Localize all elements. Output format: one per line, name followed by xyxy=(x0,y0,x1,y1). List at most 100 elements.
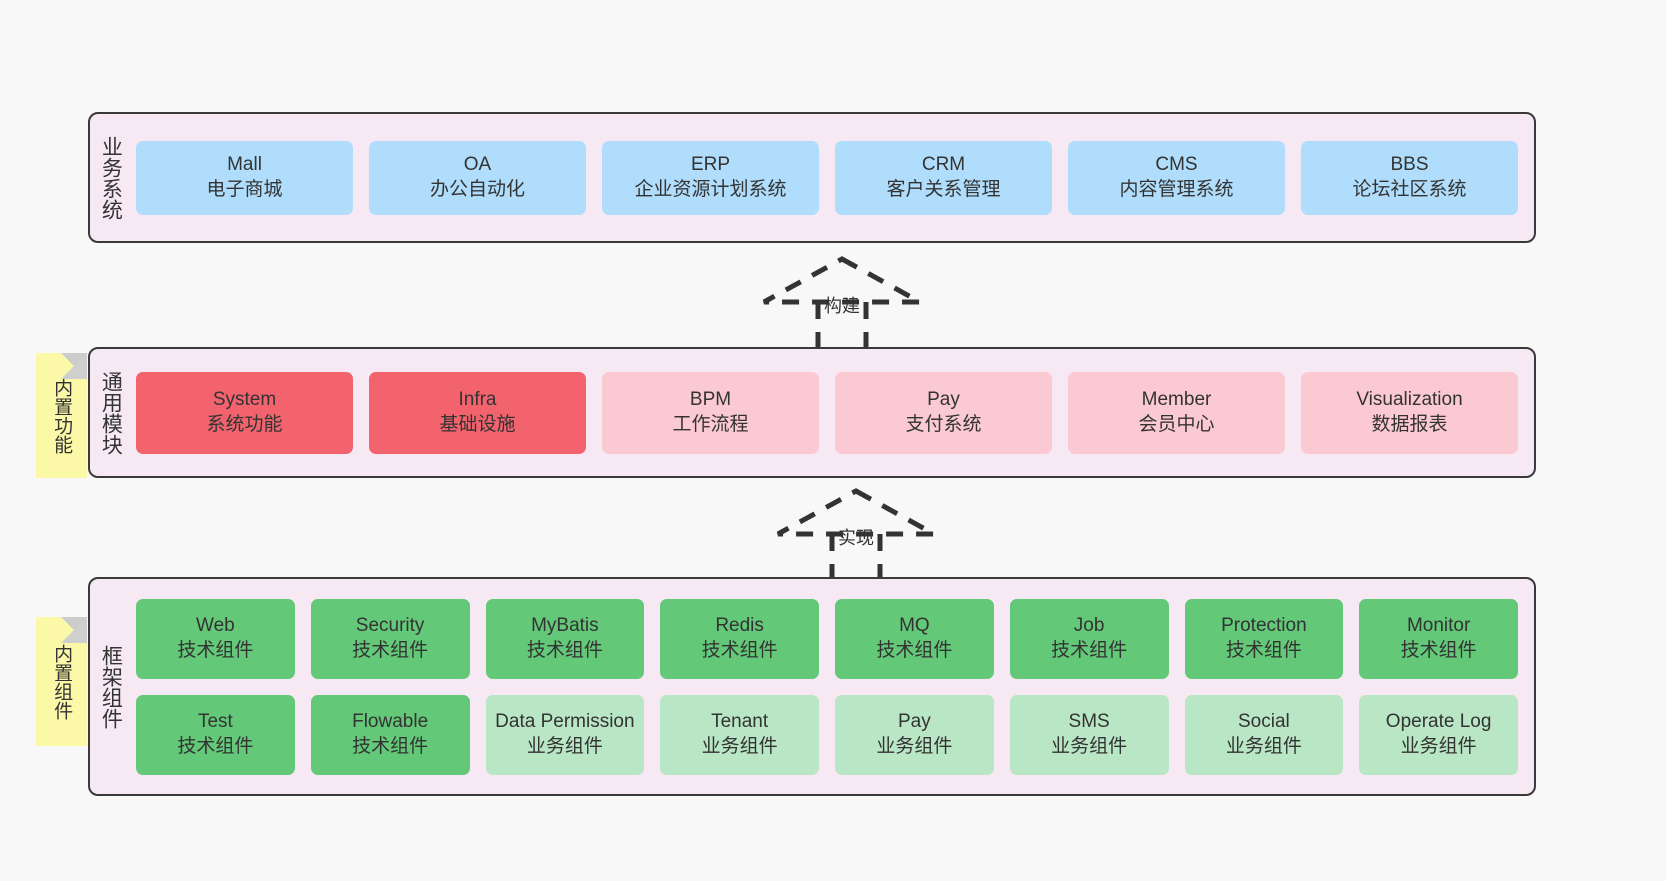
common-modules-card-row: System 系统功能 Infra 基础设施 BPM 工作流程 Pay 支付系统… xyxy=(136,371,1518,454)
framework-card-pay-sub: 业务组件 xyxy=(876,735,953,757)
build-relation-arrow: 构建 xyxy=(752,255,932,347)
module-card-member-title: Member xyxy=(1141,389,1212,411)
module-card-infra-title: Infra xyxy=(458,389,497,411)
framework-components-layer-label: 框架组件 xyxy=(99,644,123,729)
framework-card-security-sub: 技术组件 xyxy=(352,639,429,661)
business-card-oa-title: OA xyxy=(463,154,492,176)
business-systems-layer: 业务系统 Mall 电子商城 OA 办公自动化 ERP 企业资源计划系统 CRM… xyxy=(88,112,1536,243)
framework-card-sms-title: SMS xyxy=(1068,711,1110,733)
business-card-mall-title: Mall xyxy=(227,154,262,176)
framework-card-monitor-title: Monitor xyxy=(1406,615,1471,637)
business-card-erp[interactable]: ERP 企业资源计划系统 xyxy=(602,140,819,215)
business-card-cms[interactable]: CMS 内容管理系统 xyxy=(1068,140,1285,215)
framework-card-mybatis[interactable]: MyBatis 技术组件 xyxy=(485,598,645,679)
common-modules-layer: 通用模块 System 系统功能 Infra 基础设施 BPM 工作流程 Pay… xyxy=(88,347,1536,478)
business-card-oa[interactable]: OA 办公自动化 xyxy=(369,140,586,215)
business-card-crm[interactable]: CRM 客户关系管理 xyxy=(835,140,1052,215)
framework-card-security[interactable]: Security 技术组件 xyxy=(310,598,470,679)
framework-card-mybatis-title: MyBatis xyxy=(531,615,599,637)
framework-card-flowable[interactable]: Flowable 技术组件 xyxy=(310,694,470,775)
framework-card-social-title: Social xyxy=(1238,711,1290,733)
framework-card-protection-sub: 技术组件 xyxy=(1225,639,1302,661)
framework-card-test-title: Test xyxy=(197,711,233,733)
framework-card-web[interactable]: Web 技术组件 xyxy=(136,598,295,679)
business-card-erp-title: ERP xyxy=(690,154,731,176)
business-card-mall-sub: 电子商城 xyxy=(206,178,283,200)
implement-arrow-head xyxy=(776,488,936,537)
module-card-system-sub: 系统功能 xyxy=(206,413,283,435)
business-card-oa-sub: 办公自动化 xyxy=(429,178,525,200)
framework-card-job-title: Job xyxy=(1073,615,1105,637)
framework-card-tenant-sub: 业务组件 xyxy=(701,735,778,757)
framework-card-flowable-sub: 技术组件 xyxy=(352,735,429,757)
framework-card-job-sub: 技术组件 xyxy=(1051,639,1128,661)
build-arrow-shape xyxy=(762,256,922,347)
module-card-infra-sub: 基础设施 xyxy=(439,413,516,435)
framework-card-protection[interactable]: Protection 技术组件 xyxy=(1184,598,1344,679)
framework-card-data-permission-sub: 业务组件 xyxy=(526,735,603,757)
framework-card-operate-log-title: Operate Log xyxy=(1385,711,1492,733)
module-card-visualization-title: Visualization xyxy=(1356,389,1463,411)
builtin-features-note-label: 内置功能 xyxy=(51,377,73,454)
framework-card-test[interactable]: Test 技术组件 xyxy=(136,694,295,775)
business-systems-layer-body: Mall 电子商城 OA 办公自动化 ERP 企业资源计划系统 CRM 客户关系… xyxy=(130,114,1534,241)
framework-card-redis-sub: 技术组件 xyxy=(701,639,778,661)
module-card-visualization-sub: 数据报表 xyxy=(1371,413,1448,435)
builtin-features-note: 内置功能 xyxy=(36,353,87,478)
framework-card-protection-title: Protection xyxy=(1221,615,1307,637)
module-card-bpm-sub: 工作流程 xyxy=(672,413,749,435)
note-fold-icon xyxy=(61,353,87,379)
framework-card-mybatis-sub: 技术组件 xyxy=(526,639,603,661)
framework-card-operate-log[interactable]: Operate Log 业务组件 xyxy=(1359,694,1518,775)
framework-card-flowable-title: Flowable xyxy=(352,711,429,733)
framework-components-layer: 框架组件 Web 技术组件 Security 技术组件 MyBatis 技术组件… xyxy=(88,577,1536,796)
note-fold-icon xyxy=(61,617,87,643)
framework-card-monitor-sub: 技术组件 xyxy=(1400,639,1477,661)
module-card-pay-sub: 支付系统 xyxy=(905,413,982,435)
implement-arrow-stem xyxy=(829,534,883,579)
module-card-pay[interactable]: Pay 支付系统 xyxy=(835,371,1052,454)
module-card-member[interactable]: Member 会员中心 xyxy=(1068,371,1285,454)
business-card-mall[interactable]: Mall 电子商城 xyxy=(136,140,353,215)
framework-card-web-title: Web xyxy=(196,615,235,637)
business-card-crm-title: CRM xyxy=(921,154,966,176)
framework-card-mq-title: MQ xyxy=(899,615,930,637)
build-arrow-label: 构建 xyxy=(824,296,860,316)
module-card-bpm-title: BPM xyxy=(689,389,732,411)
business-card-bbs[interactable]: BBS 论坛社区系统 xyxy=(1301,140,1518,215)
framework-card-tenant[interactable]: Tenant 业务组件 xyxy=(660,694,819,775)
module-card-pay-title: Pay xyxy=(927,389,960,411)
business-systems-card-row: Mall 电子商城 OA 办公自动化 ERP 企业资源计划系统 CRM 客户关系… xyxy=(136,140,1518,215)
build-arrow-head xyxy=(762,256,922,305)
framework-card-job[interactable]: Job 技术组件 xyxy=(1009,598,1169,679)
business-card-crm-sub: 客户关系管理 xyxy=(886,178,1001,200)
framework-card-mq-sub: 技术组件 xyxy=(876,639,953,661)
framework-card-social[interactable]: Social 业务组件 xyxy=(1184,694,1344,775)
implement-arrow-label: 实现 xyxy=(838,528,874,548)
business-card-bbs-title: BBS xyxy=(1390,154,1429,176)
module-card-bpm[interactable]: BPM 工作流程 xyxy=(602,371,819,454)
builtin-components-note: 内置组件 xyxy=(36,617,87,746)
framework-card-test-sub: 技术组件 xyxy=(177,735,254,757)
framework-tech-card-row: Web 技术组件 Security 技术组件 MyBatis 技术组件 Redi… xyxy=(136,598,1518,679)
framework-card-web-sub: 技术组件 xyxy=(177,639,254,661)
framework-card-data-permission[interactable]: Data Permission 业务组件 xyxy=(485,694,645,775)
business-card-cms-title: CMS xyxy=(1155,154,1198,176)
framework-card-monitor[interactable]: Monitor 技术组件 xyxy=(1359,598,1518,679)
module-card-system[interactable]: System 系统功能 xyxy=(136,371,353,454)
framework-card-operate-log-sub: 业务组件 xyxy=(1400,735,1477,757)
module-card-system-title: System xyxy=(212,389,277,411)
module-card-infra[interactable]: Infra 基础设施 xyxy=(369,371,586,454)
framework-components-layer-body: Web 技术组件 Security 技术组件 MyBatis 技术组件 Redi… xyxy=(130,579,1534,794)
framework-card-mq[interactable]: MQ 技术组件 xyxy=(835,598,994,679)
module-card-visualization[interactable]: Visualization 数据报表 xyxy=(1301,371,1518,454)
common-modules-layer-body: System 系统功能 Infra 基础设施 BPM 工作流程 Pay 支付系统… xyxy=(130,349,1534,476)
implement-relation-arrow: 实现 xyxy=(766,487,946,579)
business-card-bbs-sub: 论坛社区系统 xyxy=(1352,178,1467,200)
framework-card-redis[interactable]: Redis 技术组件 xyxy=(660,598,819,679)
module-card-member-sub: 会员中心 xyxy=(1138,413,1215,435)
framework-card-pay[interactable]: Pay 业务组件 xyxy=(835,694,994,775)
framework-card-sms-sub: 业务组件 xyxy=(1051,735,1128,757)
framework-card-sms[interactable]: SMS 业务组件 xyxy=(1009,694,1169,775)
business-card-cms-sub: 内容管理系统 xyxy=(1119,178,1234,200)
